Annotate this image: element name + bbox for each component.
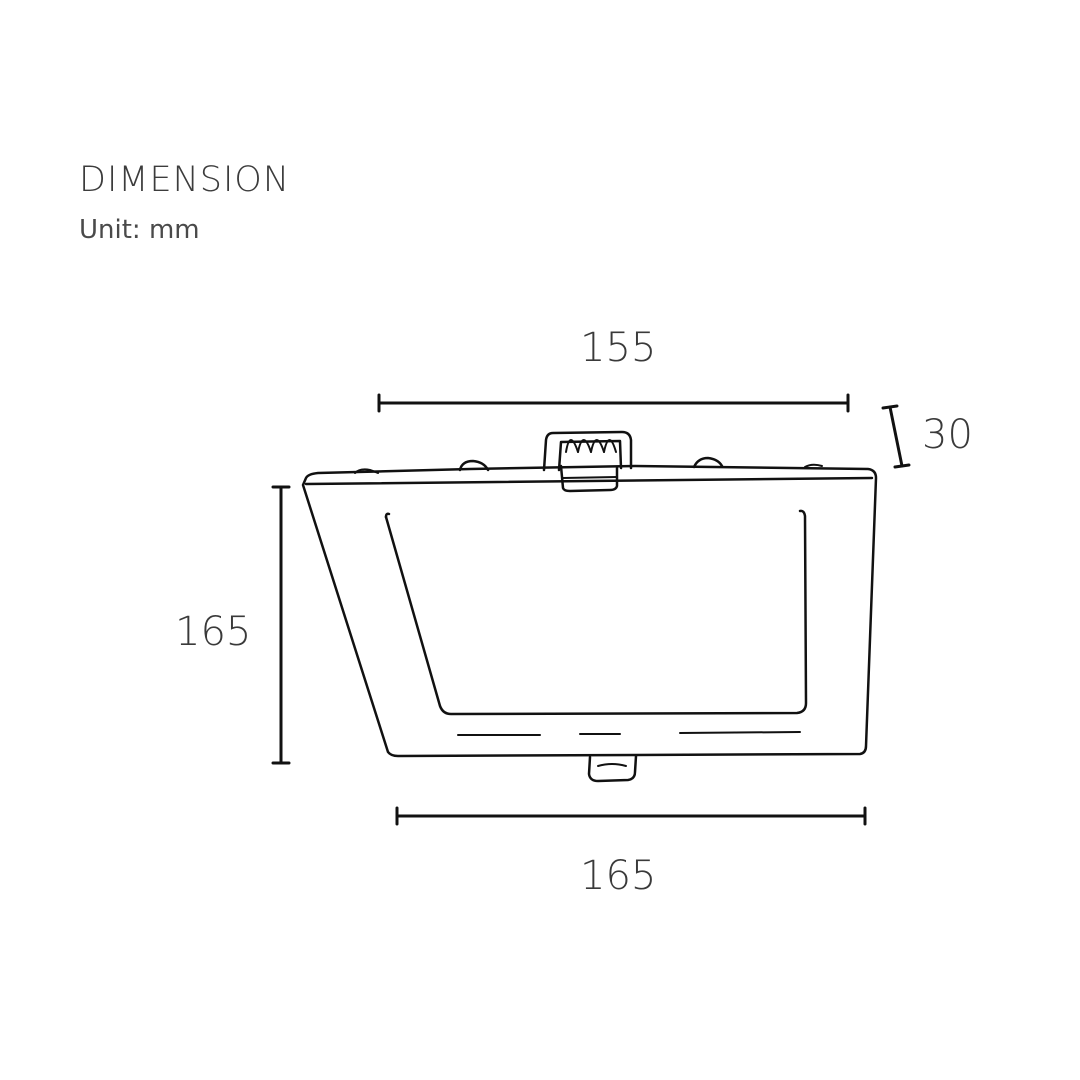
top-width-dimension-line [377, 393, 850, 413]
bottom-width-dimension-line [395, 806, 867, 826]
panel-light-outline [301, 430, 878, 783]
depth-dimension-line [881, 404, 911, 469]
depth-label: 30 [922, 412, 973, 458]
top-width-label: 155 [580, 325, 657, 371]
page-title: DIMENSION [79, 160, 291, 200]
bottom-width-label: 165 [580, 853, 657, 899]
height-dimension-line [271, 485, 291, 765]
height-label: 165 [175, 609, 252, 655]
unit-label: Unit: mm [79, 215, 200, 245]
